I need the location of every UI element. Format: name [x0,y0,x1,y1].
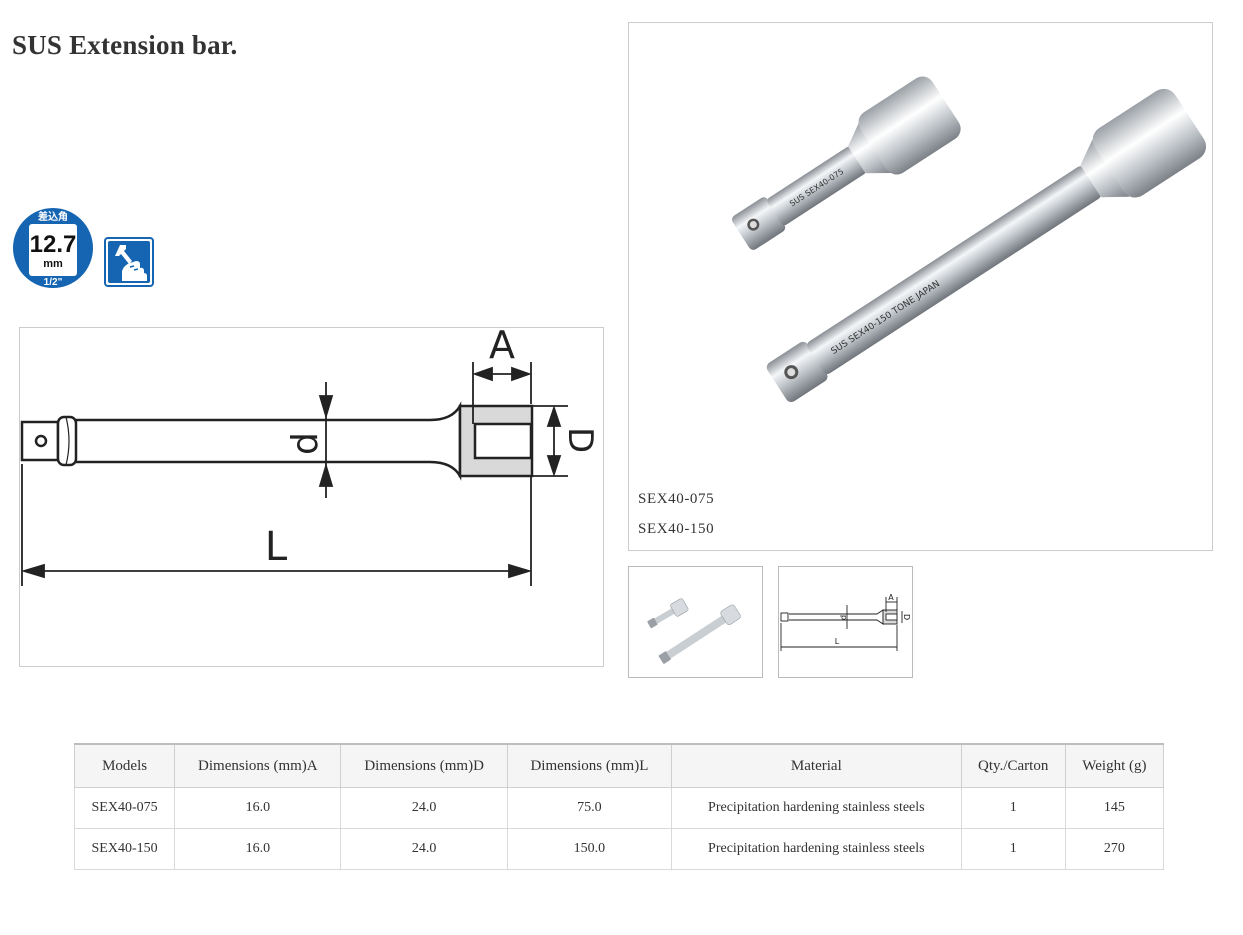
diagram-label-d-small: d [285,432,326,455]
cell-material: Precipitation hardening stainless steels [671,828,962,870]
cell-dimension-a: 16.0 [174,787,342,829]
table-row: SEX40-150 16.0 24.0 150.0 Precipitation … [73,828,1165,870]
table-row: SEX40-075 16.0 24.0 75.0 Precipitation h… [73,787,1165,829]
cell-dimension-l: 75.0 [506,787,673,829]
cell-model: SEX40-075 [73,787,176,829]
cell-dimension-d: 24.0 [340,787,508,829]
page-title: SUS Extension bar. [12,30,238,60]
cell-dimension-a: 16.0 [174,828,342,870]
extension-bars-image: SUS SEX40-075 SUS SEX40-150 TONE JAPAN [732,76,1207,402]
thumbnail-diagram-image: A d D L [780,593,911,651]
photo-caption-long: SEX40-150 [638,521,715,537]
hand-wrench-icon [104,237,154,287]
thumb-label-l: L [835,637,840,646]
badge-size-unit: mm [43,258,63,270]
spec-table: Models Dimensions (mm)A Dimensions (mm)D… [73,743,1165,870]
product-photo[interactable]: SUS SEX40-075 SUS SEX40-150 TONE JAPAN S… [628,22,1213,551]
header-dimension-a: Dimensions (mm)A [174,743,342,788]
thumbnail-photo-image [647,598,741,664]
cell-weight: 270 [1064,828,1165,870]
cell-dimension-l: 150.0 [506,828,673,870]
photo-caption-short: SEX40-075 [638,491,715,507]
header-models: Models [73,743,176,788]
cell-weight: 145 [1064,787,1165,829]
thumbnail-dimension-diagram[interactable]: A d D L [778,566,913,678]
diagram-label-l: L [265,524,288,570]
thumbnail-product-photo[interactable] [628,566,763,678]
header-dimension-l: Dimensions (mm)L [506,743,673,788]
cell-dimension-d: 24.0 [340,828,508,870]
thumb-label-d-large: D [902,614,911,620]
cell-qty-carton: 1 [960,828,1066,870]
thumb-label-d-small: d [839,615,848,620]
badge-top-label: 差込角 [38,210,68,223]
diagram-label-d-large: D [560,427,600,453]
table-header-row: Models Dimensions (mm)A Dimensions (mm)D… [73,743,1165,788]
dimension-diagram: d D A L [19,327,604,667]
drive-size-badge: 差込角 12.7 mm 1/2" [13,208,93,288]
header-weight: Weight (g) [1064,743,1165,788]
header-dimension-d: Dimensions (mm)D [340,743,508,788]
header-material: Material [671,743,962,788]
thumb-label-a: A [888,593,894,602]
diagram-label-a: A [489,327,515,367]
cell-material: Precipitation hardening stainless steels [671,787,962,829]
header-qty-carton: Qty./Carton [960,743,1066,788]
badge-size-value: 12.7 [30,231,77,258]
badge-inch-value: 1/2" [44,277,63,288]
cell-model: SEX40-150 [73,828,176,870]
cell-qty-carton: 1 [960,787,1066,829]
